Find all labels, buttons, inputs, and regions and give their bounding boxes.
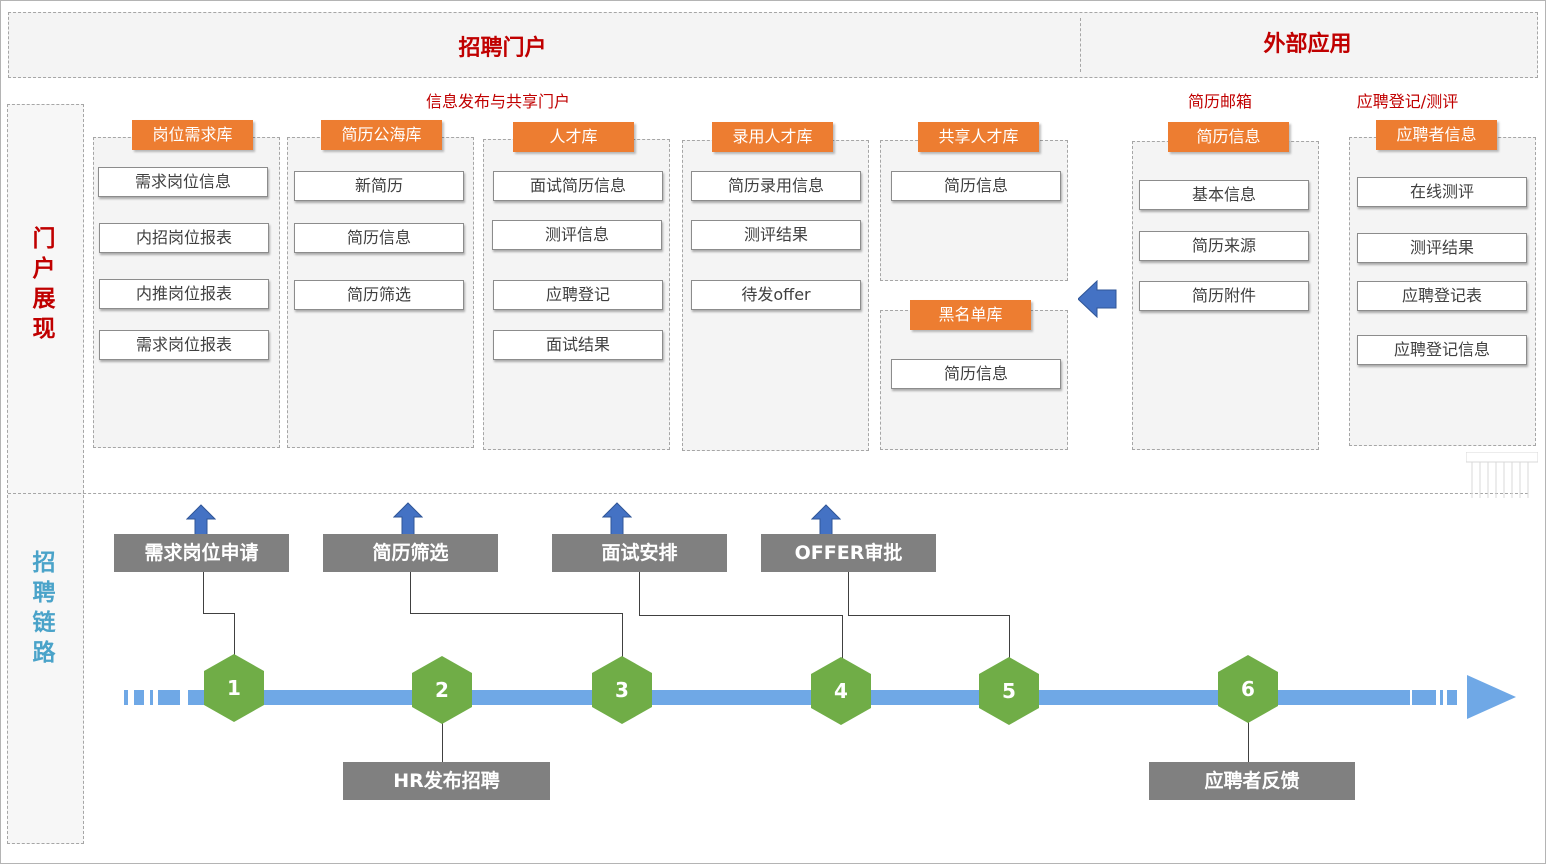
connector-line xyxy=(848,572,849,616)
stage-offer-approval[interactable]: OFFER审批 xyxy=(761,534,936,572)
timeline-arrowhead-icon xyxy=(1467,675,1516,719)
library-item[interactable]: 内推岗位报表 xyxy=(99,279,269,309)
external-item[interactable]: 应聘登记表 xyxy=(1357,281,1527,311)
timeline xyxy=(124,675,1516,719)
connector-line xyxy=(203,613,235,614)
external-title: 外部应用 xyxy=(1263,32,1352,57)
library-item[interactable]: 面试结果 xyxy=(493,330,663,360)
stage-applicant-feedback[interactable]: 应聘者反馈 xyxy=(1149,762,1355,800)
library-item[interactable]: 简历筛选 xyxy=(294,280,464,310)
job-demand-library-header: 岗位需求库 xyxy=(132,120,253,150)
library-item[interactable]: 简历信息 xyxy=(891,171,1061,201)
hired-talent-library-header: 录用人才库 xyxy=(712,122,833,152)
connector-line xyxy=(848,615,1010,616)
portal-display-label: 门 户 展 现 xyxy=(32,226,56,342)
shared-talent-library-header: 共享人才库 xyxy=(918,122,1039,152)
library-item[interactable]: 简历信息 xyxy=(891,359,1061,389)
up-arrow-icon xyxy=(811,504,841,538)
side-panel xyxy=(7,104,84,844)
resume-info-panel-header: 简历信息 xyxy=(1168,122,1289,152)
library-item[interactable]: 需求岗位信息 xyxy=(98,167,268,197)
connector-line xyxy=(842,615,843,661)
stage-interview-arrangement[interactable]: 面试安排 xyxy=(552,534,727,572)
connector-line xyxy=(639,572,640,616)
connector-line xyxy=(410,572,411,614)
external-item[interactable]: 基本信息 xyxy=(1139,180,1309,210)
library-item[interactable]: 需求岗位报表 xyxy=(99,330,269,360)
connector-line xyxy=(234,613,235,657)
stage-hr-publish[interactable]: HR发布招聘 xyxy=(343,762,550,800)
connector-line xyxy=(410,613,623,614)
shared-talent-library xyxy=(880,140,1068,281)
library-item[interactable]: 测评信息 xyxy=(492,220,662,250)
connector-line xyxy=(203,572,204,614)
blacklist-library-header: 黑名单库 xyxy=(910,300,1031,330)
library-item[interactable]: 简历信息 xyxy=(294,223,464,253)
library-item[interactable]: 简历录用信息 xyxy=(691,171,861,201)
portal-subtitle: 信息发布与共享门户 xyxy=(425,92,570,111)
library-item[interactable]: 测评结果 xyxy=(691,220,861,250)
stage-resume-screening[interactable]: 简历筛选 xyxy=(323,534,498,572)
mailbox-label: 简历邮箱 xyxy=(1187,92,1252,111)
registration-label: 应聘登记/测评 xyxy=(1356,92,1459,111)
decorative-stripes xyxy=(1466,452,1538,498)
external-item[interactable]: 在线测评 xyxy=(1357,177,1527,207)
library-item[interactable]: 待发offer xyxy=(691,280,861,310)
applicant-info-panel-header: 应聘者信息 xyxy=(1376,120,1497,150)
side-divider xyxy=(8,493,1528,494)
external-item[interactable]: 应聘登记信息 xyxy=(1357,335,1527,365)
resume-pool-library-header: 简历公海库 xyxy=(321,120,442,150)
up-arrow-icon xyxy=(602,502,632,536)
stage-demand-application[interactable]: 需求岗位申请 xyxy=(114,534,289,572)
connector-line xyxy=(1248,716,1249,763)
up-arrow-icon xyxy=(393,502,423,536)
talent-library-header: 人才库 xyxy=(513,122,634,152)
library-item[interactable]: 应聘登记 xyxy=(493,280,663,310)
external-item[interactable]: 简历来源 xyxy=(1139,231,1309,261)
library-item[interactable]: 新简历 xyxy=(294,171,464,201)
left-arrow-icon xyxy=(1078,280,1117,318)
external-item[interactable]: 简历附件 xyxy=(1139,281,1309,311)
portal-title: 招聘门户 xyxy=(458,36,547,61)
external-item[interactable]: 测评结果 xyxy=(1357,233,1527,263)
library-item[interactable]: 内招岗位报表 xyxy=(99,223,269,253)
up-arrow-icon xyxy=(186,504,216,538)
connector-line xyxy=(622,613,623,657)
connector-line xyxy=(1009,615,1010,661)
header-divider xyxy=(1080,18,1081,72)
header-bar xyxy=(8,12,1538,78)
connector-line xyxy=(442,716,443,763)
connector-line xyxy=(639,615,843,616)
recruit-chain-label: 招 聘 链 路 xyxy=(32,550,56,666)
library-item[interactable]: 面试简历信息 xyxy=(493,171,663,201)
